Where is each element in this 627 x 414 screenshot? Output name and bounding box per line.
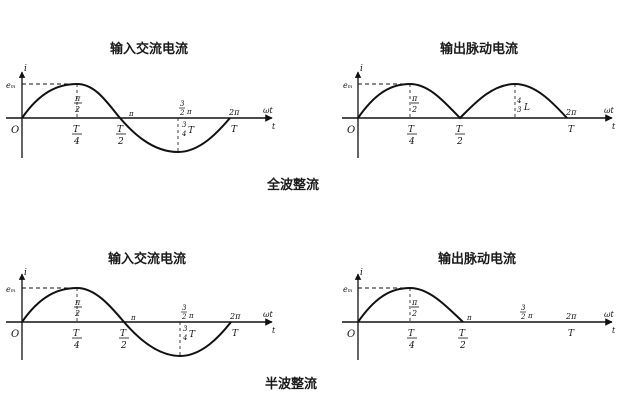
y-axis-label: i [360,64,363,74]
t-full-label: T [568,125,575,135]
origin-label: O [347,125,355,136]
three-quarter-num: 4 [516,97,521,105]
peak-label: eₘ [6,81,16,90]
pi-half-num: π [411,298,418,307]
t-quarter-den: 4 [408,137,415,147]
t-half-num: T [456,125,463,135]
t-half-den: 2 [117,137,124,147]
three-half-pi-num: 3 [180,100,185,108]
t-three-quarter-suffix: T [189,330,196,340]
t-full-label: T [568,329,575,339]
panel-title-halfwave-output: 输出脉动电流 [438,252,517,267]
t-quarter-den: 4 [73,137,80,147]
pi-label: π [130,314,136,322]
three-half-pi-den: 2 [179,109,185,117]
t-half-den: 2 [456,137,463,147]
panel-title-fullwave-output: 输出脉动电流 [440,42,519,57]
three-half-pi-num: 3 [521,304,526,312]
pi-half-num: π [74,298,81,307]
three-half-pi-den: 2 [181,313,187,321]
rectified-wave [357,82,568,120]
peak-label: eₘ [6,285,16,294]
two-pi-label: 2π [565,108,577,117]
t-half-num: T [120,329,127,339]
two-pi-label: 2π [229,312,241,321]
pi-half-den: 2 [411,105,417,114]
panel-halfwave-input [6,273,273,360]
peak-label: eₘ [343,81,353,90]
t-three-quarter-den: 4 [181,130,186,138]
three-quarter-den: 3 [517,106,522,114]
caption-halfwave: 半波整流 [265,377,318,392]
t-half-den: 2 [120,341,127,351]
t-three-quarter-suffix: T [188,126,195,136]
origin-label: O [347,329,355,340]
x-axis-label-omega-t: ωt [604,106,615,115]
x-axis-label-omega-t: ωt [263,310,274,319]
pi-half-num: π [411,94,418,103]
three-half-pi-num: 3 [182,304,187,312]
three-half-pi-suffix: π [527,312,533,320]
t-three-quarter-num: 3 [183,325,188,333]
y-axis-label: i [360,268,363,278]
x-axis-label-t: t [272,122,276,131]
panel-halfwave-output [342,273,613,360]
t-three-quarter-den: 4 [182,334,187,342]
two-pi-label: 2π [228,108,240,117]
three-half-pi-suffix: π [188,312,194,320]
pi-half-den: 2 [411,309,417,318]
t-quarter-num: T [408,125,415,135]
t-half-num: T [117,125,124,135]
x-axis-label-t: t [612,122,616,131]
three-half-pi-den: 2 [520,313,526,321]
pi-half-den: 2 [74,309,80,318]
t-quarter-den: 4 [73,341,80,351]
t-quarter-num: T [73,329,80,339]
panel-title-halfwave-input: 输入交流电流 [108,252,187,267]
x-axis-label-omega-t: ωt [604,310,615,319]
x-axis-label-t: t [612,326,616,335]
pi-half-num: π [74,94,81,103]
sine-wave [21,82,231,154]
t-full-label: T [231,125,238,135]
x-axis-label-t: t [272,326,276,335]
panel-fullwave-output [342,71,613,158]
two-pi-label: 2π [565,312,577,321]
pi-label: π [128,110,134,118]
x-axis-label-omega-t: ωt [263,106,274,115]
origin-label: O [11,125,19,136]
three-half-pi-suffix: π [186,108,192,116]
t-three-quarter-num: 3 [182,121,187,129]
t-quarter-num: T [408,329,415,339]
panel-title-fullwave-input: 输入交流电流 [110,42,189,57]
pi-label: π [466,314,472,322]
peak-label: eₘ [343,285,353,294]
t-full-label: T [232,329,239,339]
three-quarter-suffix: L [523,103,530,113]
t-quarter-den: 4 [408,341,415,351]
t-half-num: T [459,329,466,339]
caption-fullwave: 全波整流 [267,178,320,193]
y-axis-label: i [24,268,27,278]
sine-wave [21,286,232,358]
origin-label: O [11,329,19,340]
panel-fullwave-input [6,71,273,158]
t-quarter-num: T [73,125,80,135]
t-half-den: 2 [459,341,466,351]
y-axis-label: i [24,64,27,74]
half-rectified-wave [357,286,464,323]
pi-half-den: 2 [74,105,80,114]
